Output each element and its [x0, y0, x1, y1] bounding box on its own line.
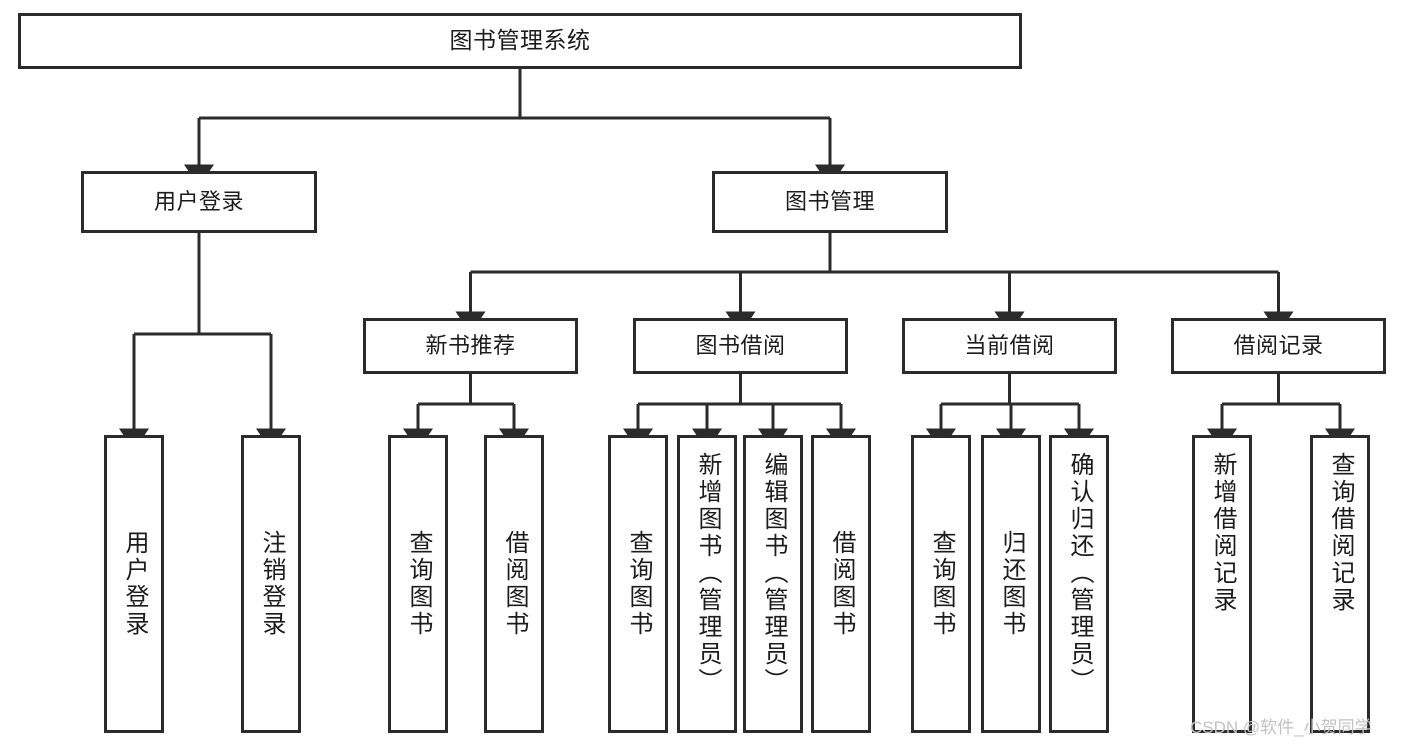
- node-leaf-user-login[interactable]: 用户登录: [104, 435, 164, 733]
- node-leaf-query-book-b[interactable]: 查询图书: [608, 435, 668, 733]
- node-label-leaf-add-book: 新增图书（管理员）: [694, 452, 721, 695]
- node-label-borrow-record: 借阅记录: [1233, 332, 1324, 358]
- node-label-book-borrow: 图书借阅: [695, 332, 786, 358]
- node-label-leaf-query-book-c: 查询图书: [928, 530, 955, 638]
- node-leaf-add-book[interactable]: 新增图书（管理员）: [677, 435, 737, 733]
- node-leaf-return-book[interactable]: 归还图书: [981, 435, 1041, 733]
- node-leaf-borrow-book-a[interactable]: 借阅图书: [484, 435, 544, 733]
- node-borrow-record[interactable]: 借阅记录: [1171, 318, 1386, 374]
- node-leaf-add-record[interactable]: 新增借阅记录: [1192, 435, 1252, 733]
- node-leaf-borrow-book-b[interactable]: 借阅图书: [811, 435, 871, 733]
- node-label-leaf-return-book: 归还图书: [998, 530, 1025, 638]
- node-label-leaf-edit-book: 编辑图书（管理员）: [760, 452, 787, 695]
- node-label-leaf-query-book-a: 查询图书: [405, 530, 432, 638]
- node-label-leaf-borrow-book-a: 借阅图书: [501, 530, 528, 638]
- node-label-root: 图书管理系统: [449, 27, 591, 54]
- node-label-book-manage: 图书管理: [784, 188, 875, 214]
- node-book-manage[interactable]: 图书管理: [712, 171, 948, 233]
- node-leaf-query-record[interactable]: 查询借阅记录: [1310, 435, 1370, 733]
- node-leaf-edit-book[interactable]: 编辑图书（管理员）: [743, 435, 803, 733]
- node-user-login[interactable]: 用户登录: [81, 171, 317, 233]
- node-new-book-rec[interactable]: 新书推荐: [363, 318, 578, 374]
- connector-paths: [119, 69, 1355, 451]
- node-leaf-query-book-a[interactable]: 查询图书: [388, 435, 448, 733]
- node-book-borrow[interactable]: 图书借阅: [633, 318, 848, 374]
- node-label-leaf-query-book-b: 查询图书: [625, 530, 652, 638]
- node-label-current-borrow: 当前借阅: [964, 332, 1055, 358]
- node-label-leaf-logout: 注销登录: [258, 530, 285, 638]
- node-current-borrow[interactable]: 当前借阅: [902, 318, 1117, 374]
- node-label-leaf-add-record: 新增借阅记录: [1209, 452, 1236, 614]
- node-leaf-confirm-return[interactable]: 确认归还（管理员）: [1049, 435, 1109, 733]
- node-label-leaf-confirm-return: 确认归还（管理员）: [1066, 452, 1093, 695]
- node-label-new-book-rec: 新书推荐: [425, 332, 516, 358]
- node-leaf-logout[interactable]: 注销登录: [241, 435, 301, 733]
- node-leaf-query-book-c[interactable]: 查询图书: [911, 435, 971, 733]
- node-label-leaf-borrow-book-b: 借阅图书: [828, 530, 855, 638]
- node-label-user-login: 用户登录: [153, 188, 244, 214]
- node-label-leaf-query-record: 查询借阅记录: [1327, 452, 1354, 614]
- node-root[interactable]: 图书管理系统: [18, 13, 1022, 69]
- node-label-leaf-user-login: 用户登录: [121, 530, 148, 638]
